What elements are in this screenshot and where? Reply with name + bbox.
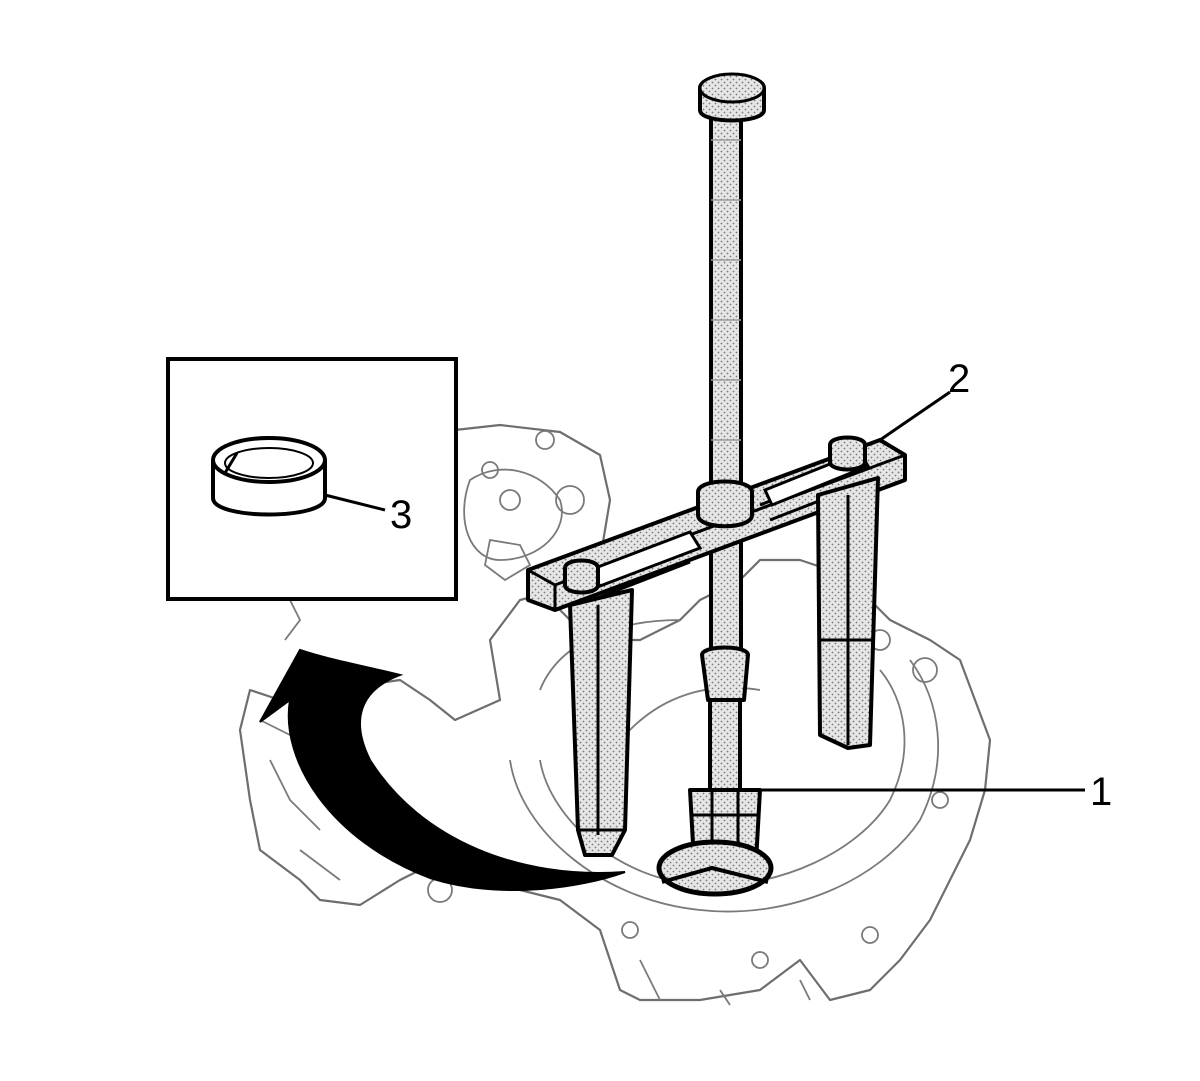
callout-1: 1 (1090, 770, 1112, 814)
bearing-race-3 (211, 436, 327, 517)
callout-2: 2 (948, 357, 970, 401)
removal-arrow (259, 648, 626, 891)
leader-line-2 (879, 390, 951, 442)
leader-line-3 (324, 493, 386, 512)
puller-tool-2 (526, 72, 907, 857)
bearing-race-inset (166, 357, 458, 601)
bearing-remover-tool-1 (656, 645, 774, 897)
callouts: 1 2 3 (324, 357, 1112, 814)
callout-3: 3 (390, 493, 412, 537)
